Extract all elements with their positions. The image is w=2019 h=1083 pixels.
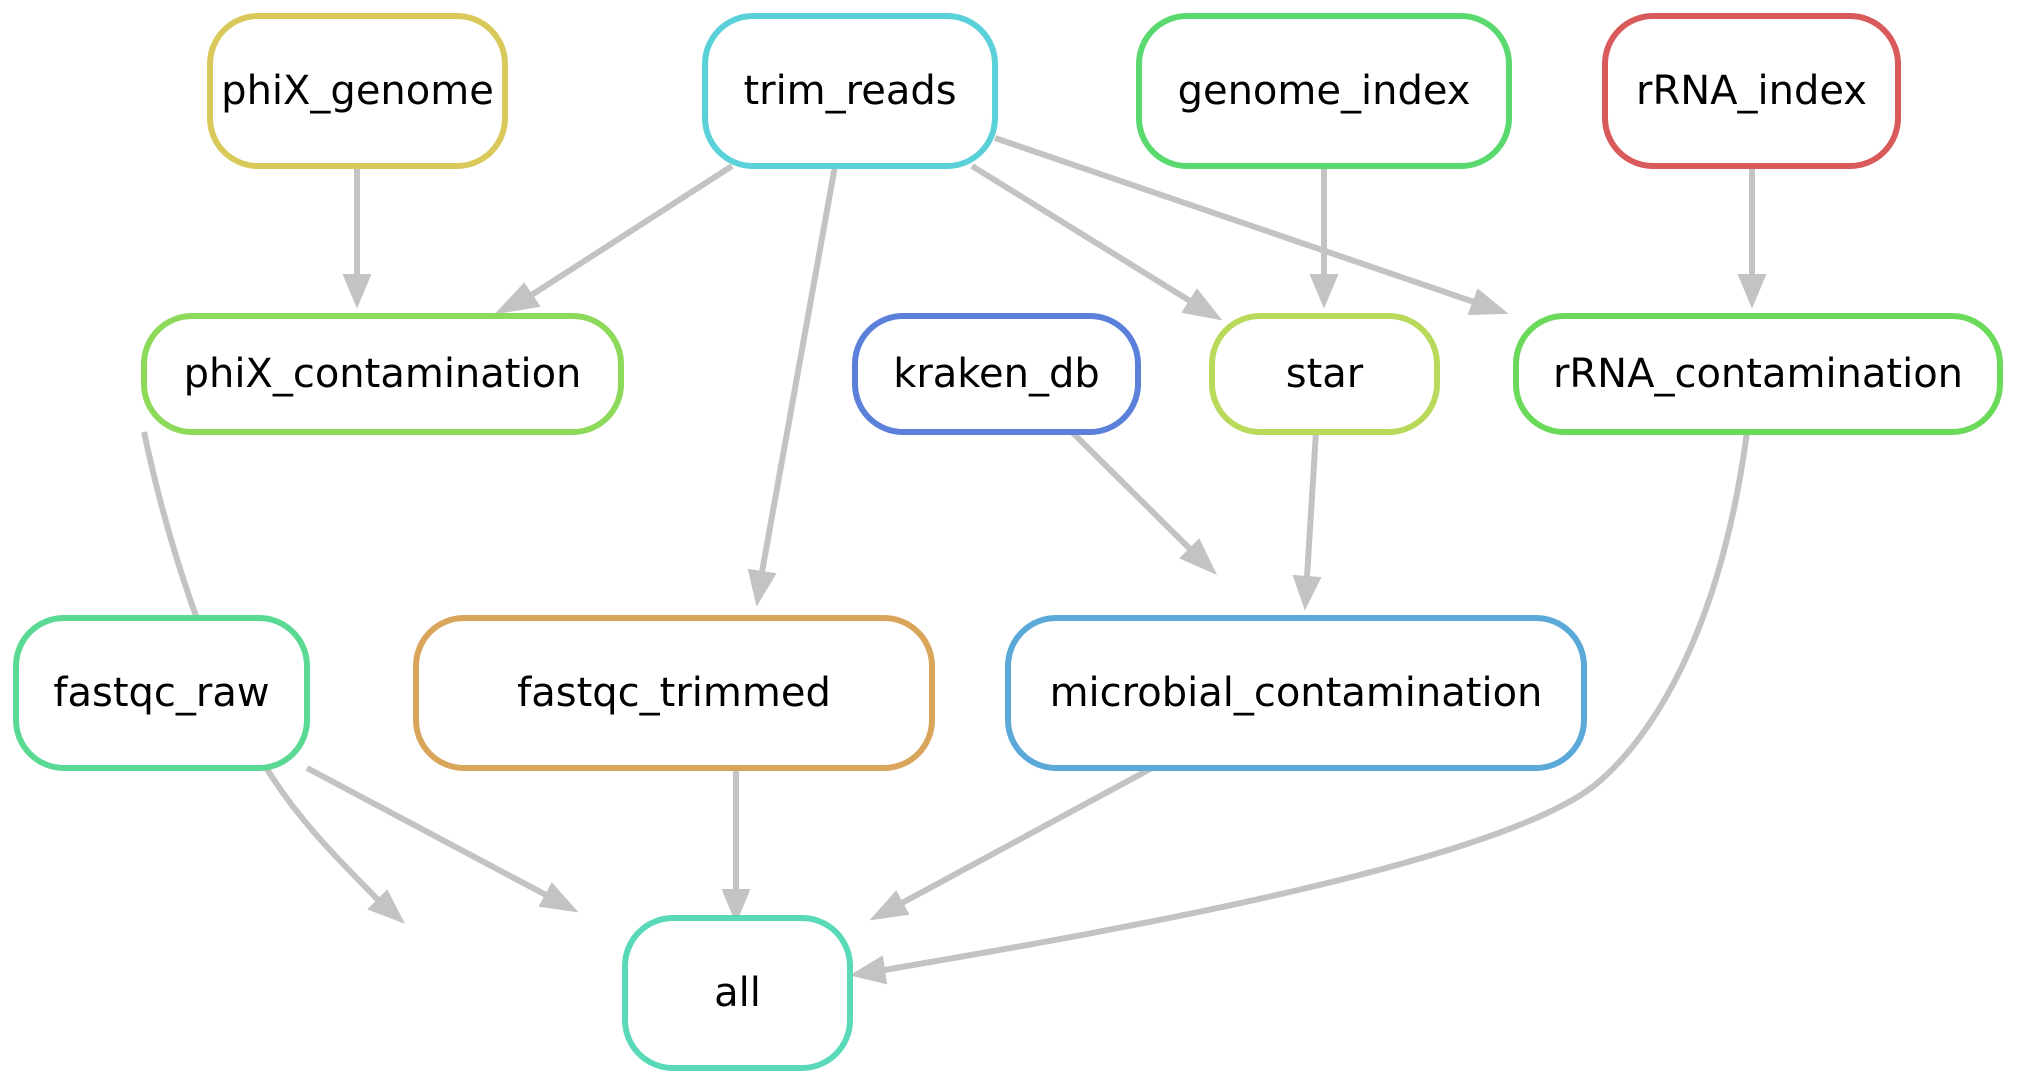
node-label: fastqc_raw <box>53 670 269 716</box>
arrowhead-icon <box>869 890 910 921</box>
edge-line <box>528 163 734 299</box>
edge-fastqc_raw-to-all <box>305 765 579 913</box>
arrowhead-icon <box>367 889 406 924</box>
node-box[interactable] <box>207 13 508 169</box>
node-label: trim_reads <box>743 68 956 114</box>
arrowhead-icon <box>747 568 777 607</box>
arrowhead-icon <box>1292 574 1322 611</box>
node-rRNA_contamination[interactable]: rRNA_contamination <box>1513 313 2003 435</box>
arrowhead-icon <box>1309 274 1339 309</box>
node-box[interactable] <box>13 615 310 771</box>
node-trim_reads[interactable]: trim_reads <box>702 13 998 169</box>
node-label: rRNA_contamination <box>1553 351 1963 397</box>
node-box[interactable] <box>1136 13 1512 169</box>
arrowhead-icon <box>1737 274 1767 309</box>
arrowhead-icon <box>342 274 372 309</box>
node-label: microbial_contamination <box>1050 670 1543 716</box>
node-box[interactable] <box>622 915 853 1071</box>
edge-rRNA_index-to-rRNA_contamination <box>1737 166 1767 309</box>
node-label: star <box>1286 351 1364 397</box>
node-label: all <box>714 970 761 1016</box>
node-microbial_contamination[interactable]: microbial_contamination <box>1005 615 1587 771</box>
edge-line <box>900 765 1154 906</box>
arrowhead-icon <box>721 889 751 924</box>
node-rRNA_index[interactable]: rRNA_index <box>1602 13 1901 169</box>
node-label: phiX_genome <box>221 68 494 114</box>
edge-fastqc_trimmed-to-all <box>721 768 751 924</box>
node-box[interactable] <box>702 13 998 169</box>
edge-line <box>1304 431 1319 578</box>
arrowhead-icon <box>1181 288 1223 321</box>
node-phiX_contamination[interactable]: phiX_contamination <box>141 313 624 435</box>
arrowhead-icon <box>1179 538 1218 576</box>
node-fastqc_trimmed[interactable]: fastqc_trimmed <box>413 615 935 771</box>
node-box[interactable] <box>1005 615 1587 771</box>
node-phiX_genome[interactable]: phiX_genome <box>207 13 508 169</box>
node-all[interactable]: all <box>622 915 853 1071</box>
node-box[interactable] <box>1209 313 1440 435</box>
edge-trim_reads-to-fastqc_trimmed <box>747 165 838 607</box>
edge-kraken_db-to-microbial_contamination <box>1069 429 1218 576</box>
edge-line <box>994 135 1475 305</box>
edge-microbial_contamination-to-all <box>869 765 1154 921</box>
edge-rRNA_contamination-to-all <box>849 431 1750 985</box>
node-genome_index[interactable]: genome_index <box>1136 13 1512 169</box>
edge-trim_reads-to-rRNA_contamination <box>994 135 1509 316</box>
node-box[interactable] <box>1602 13 1901 169</box>
edge-star-to-microbial_contamination <box>1292 431 1322 611</box>
node-label: phiX_contamination <box>184 351 582 397</box>
edge-layer <box>141 135 1767 985</box>
node-label: genome_index <box>1178 68 1471 114</box>
arrowhead-icon <box>494 282 541 315</box>
node-box[interactable] <box>141 313 624 435</box>
edge-line <box>305 765 548 898</box>
edge-phiX_genome-to-phiX_contamination <box>342 166 372 309</box>
node-layer: phiX_genome trim_reads genome_index rRNA_in… <box>13 13 2003 1071</box>
edge-genome_index-to-star <box>1309 166 1339 309</box>
node-kraken_db[interactable]: kraken_db <box>852 313 1141 435</box>
arrowhead-icon <box>849 955 888 985</box>
node-box[interactable] <box>852 313 1141 435</box>
edge-line <box>1069 429 1193 552</box>
node-box[interactable] <box>1513 313 2003 435</box>
edge-line <box>970 163 1192 304</box>
edge-trim_reads-to-phiX_contamination <box>494 163 734 315</box>
edge-trim_reads-to-star <box>970 163 1223 321</box>
edge-line <box>883 431 1750 973</box>
node-star[interactable]: star <box>1209 313 1440 435</box>
edge-line <box>759 165 838 573</box>
arrowhead-icon <box>538 882 579 913</box>
arrowhead-icon <box>1467 288 1509 316</box>
node-label: kraken_db <box>893 351 1100 397</box>
node-fastqc_raw[interactable]: fastqc_raw <box>13 615 310 771</box>
node-label: fastqc_trimmed <box>517 670 831 716</box>
node-box[interactable] <box>413 615 935 771</box>
node-label: rRNA_index <box>1636 68 1867 114</box>
